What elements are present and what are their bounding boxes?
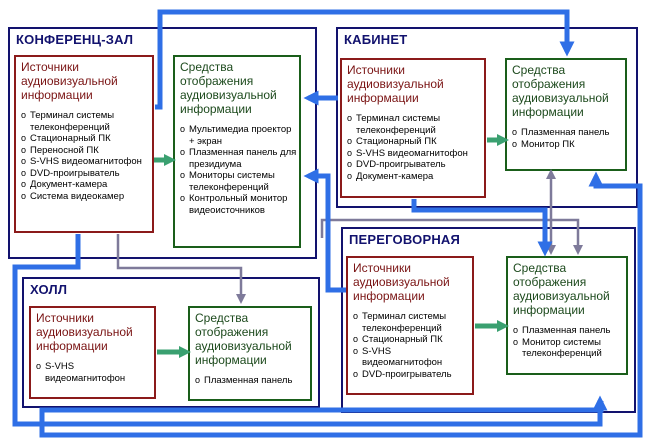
source-list: Терминал системы телеконференций Стацион… [348, 311, 472, 380]
list-item: Терминал системы телеконференций [347, 113, 482, 136]
conference-displays-box: Средства отображения аудиовизуальной инф… [173, 55, 301, 248]
list-item: DVD-проигрыватель [353, 369, 470, 381]
list-item: S-VHS видеомагнитофон [347, 148, 482, 160]
hall-displays-box: Средства отображения аудиовизуальной инф… [188, 306, 312, 401]
box-title: Средства отображения аудиовизуальной инф… [513, 261, 610, 317]
box-title: Средства отображения аудиовизуальной инф… [180, 60, 277, 116]
hall-sources-box: Источники аудиовизуальной информации S-V… [29, 306, 156, 399]
box-title: Источники аудиовизуальной информации [36, 311, 133, 353]
list-item: Терминал системы телеконференций [21, 110, 150, 133]
list-item: Плазменная панель [195, 375, 308, 387]
source-list: S-VHS видеомагнитофон [31, 361, 154, 384]
list-item: S-VHS видеомагнитофон [353, 346, 470, 369]
list-item: Стационарный ПК [353, 334, 470, 346]
display-list: Плазменная панель [190, 375, 310, 387]
box-title: Источники аудиовизуальной информации [353, 261, 450, 303]
conference-sources-box: Источники аудиовизуальной информации Тер… [14, 55, 154, 233]
list-item: Плазменная панель [512, 127, 623, 139]
list-item: Стационарный ПК [347, 136, 482, 148]
list-item: S-VHS видеомагнитофон [36, 361, 152, 384]
box-title: Источники аудиовизуальной информации [347, 63, 444, 105]
list-item: Стационарный ПК [21, 133, 150, 145]
cabinet-displays-box: Средства отображения аудиовизуальной инф… [505, 58, 627, 171]
box-title: Источники аудиовизуальной информации [21, 60, 118, 102]
list-item: Плазменная панель для президиума [180, 147, 297, 170]
meeting-sources-box: Источники аудиовизуальной информации Тер… [346, 256, 474, 395]
list-item: Монитор ПК [512, 139, 623, 151]
list-item: Документ-камера [21, 179, 150, 191]
list-item: Система видеокамер [21, 191, 150, 203]
list-item: DVD-проигрыватель [21, 168, 150, 180]
box-title: Средства отображения аудиовизуальной инф… [512, 63, 609, 119]
list-item: Монитор системы телеконференций [513, 337, 624, 360]
display-list: Плазменная панель Монитор системы телеко… [508, 325, 626, 360]
list-item: Переносной ПК [21, 145, 150, 157]
list-item: Терминал системы телеконференций [353, 311, 470, 334]
room-title: КОНФЕРЕНЦ-ЗАЛ [16, 32, 134, 47]
meeting-displays-box: Средства отображения аудиовизуальной инф… [506, 256, 628, 375]
list-item: Плазменная панель [513, 325, 624, 337]
source-list: Терминал системы телеконференций Стацион… [342, 113, 484, 182]
box-title: Средства отображения аудиовизуальной инф… [195, 311, 292, 367]
list-item: Мультимедиа проектор + экран [180, 124, 297, 147]
room-title: КАБИНЕТ [344, 32, 408, 47]
cabinet-sources-box: Источники аудиовизуальной информации Тер… [340, 58, 486, 198]
source-list: Терминал системы телеконференций Стацион… [16, 110, 152, 202]
display-list: Мультимедиа проектор + экран Плазменная … [175, 124, 299, 216]
list-item: Документ-камера [347, 171, 482, 183]
list-item: Мониторы системы телеконференций [180, 170, 297, 193]
room-title: ХОЛЛ [30, 282, 68, 297]
room-title: ПЕРЕГОВОРНАЯ [349, 232, 461, 247]
list-item: S-VHS видеомагнитофон [21, 156, 150, 168]
list-item: Контрольный монитор видеоисточников [180, 193, 297, 216]
display-list: Плазменная панель Монитор ПК [507, 127, 625, 150]
list-item: DVD-проигрыватель [347, 159, 482, 171]
